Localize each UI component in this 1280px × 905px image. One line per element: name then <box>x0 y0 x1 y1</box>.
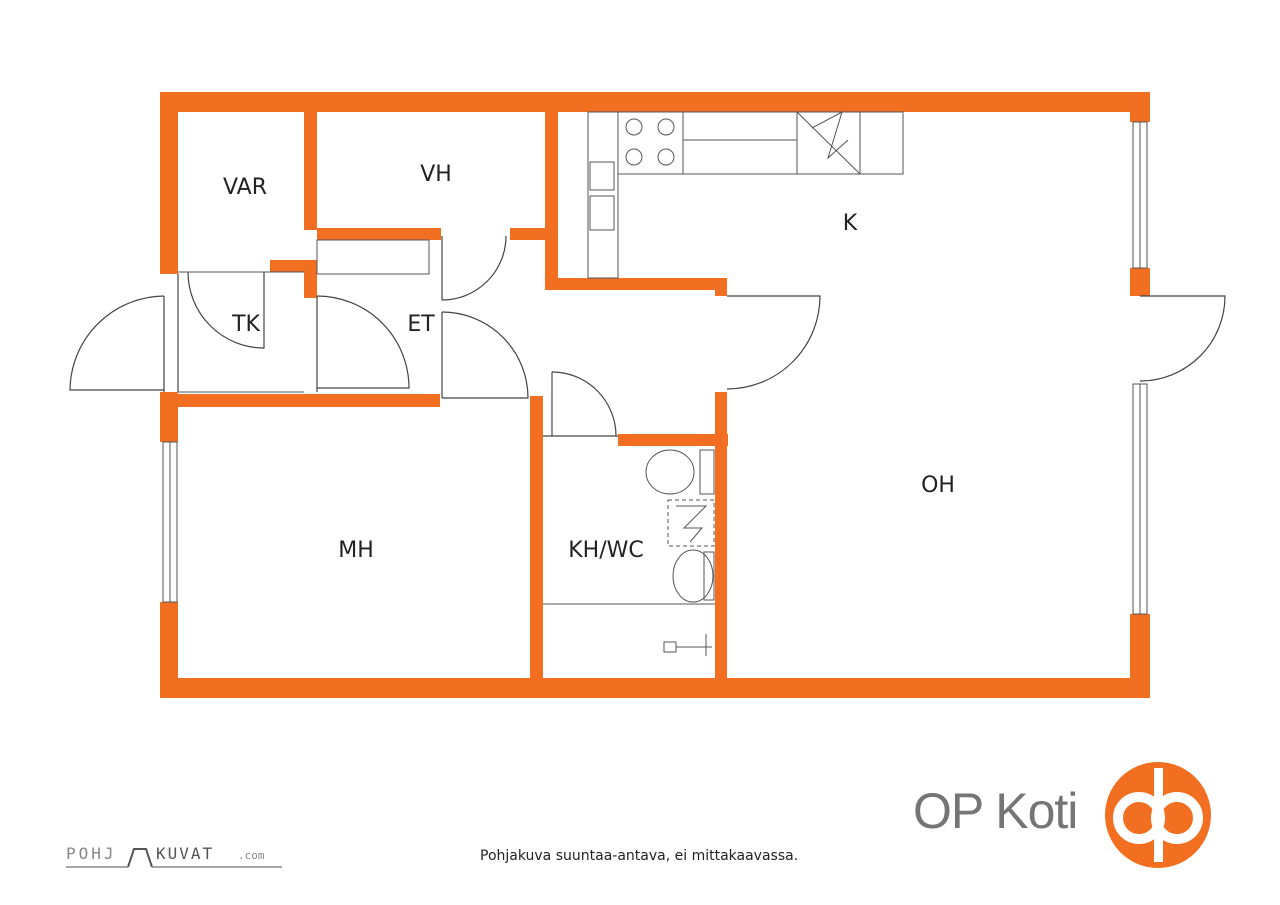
et-door-swing-left <box>316 295 410 389</box>
south-wall <box>160 678 1150 698</box>
east-wall-lower <box>1130 614 1150 698</box>
brand-name: OP Koti <box>913 783 1078 839</box>
windows <box>162 121 1148 615</box>
interior-lines <box>178 239 715 605</box>
doors <box>69 235 1226 437</box>
north-wall <box>160 92 1150 112</box>
wall-tk-right <box>304 260 317 298</box>
tk-door-swing <box>187 271 265 349</box>
balcony-door-swing <box>1139 295 1226 382</box>
room-label-et: ET <box>407 312 435 337</box>
oh-door-swing <box>726 295 821 390</box>
wall-wc-top <box>618 434 728 446</box>
wall-mh-top <box>160 394 440 407</box>
wall-mh-right <box>530 396 543 686</box>
room-label-oh: OH <box>921 473 955 498</box>
wall-wc-right <box>715 392 727 692</box>
tap-icon <box>663 634 712 656</box>
wall-vh-bottom <box>317 228 441 240</box>
room-label-khwc: KH/WC <box>568 538 644 563</box>
room-label-mh: MH <box>338 538 374 563</box>
et-door-swing-right <box>441 311 529 399</box>
room-label-k: K <box>843 211 858 236</box>
kitchen-fixtures <box>587 110 904 279</box>
svg-text:KUVAT: KUVAT <box>156 844 214 863</box>
room-labels: VAR VH K TK ET OH MH KH/WC <box>223 162 955 563</box>
counter-top <box>617 111 904 175</box>
wall-var-vh <box>304 112 317 230</box>
room-label-tk: TK <box>231 312 260 337</box>
op-logo-icon <box>1105 762 1211 868</box>
svg-text:POHJ: POHJ <box>66 844 117 863</box>
sink-icon <box>589 161 615 231</box>
svg-text:.com: .com <box>238 849 265 862</box>
footer-note: Pohjakuva suuntaa-antava, ei mittakaavas… <box>480 848 799 864</box>
west-wall-upper <box>160 92 178 274</box>
wall-wc-left-stub <box>530 396 543 440</box>
shower-icon <box>667 499 715 547</box>
exterior-walls <box>160 92 1150 698</box>
washbasin-icon <box>672 549 715 603</box>
pohjakuvat-logo-icon: POHJ KUVAT .com <box>66 843 286 875</box>
east-wall-upper <box>1130 92 1150 122</box>
wc-door-swing <box>551 371 617 437</box>
west-wall-lower <box>160 602 178 698</box>
counter-left <box>587 111 619 279</box>
wall-et-oh-upper <box>715 278 727 296</box>
vh-door-swing <box>441 235 507 301</box>
shower-arrow <box>676 505 708 543</box>
east-wall-mid <box>1130 268 1150 296</box>
entrance-door-swing <box>69 295 165 391</box>
stove-icon <box>625 118 675 166</box>
bathroom-fixtures <box>645 449 715 656</box>
room-label-vh: VH <box>420 162 452 187</box>
room-label-var: VAR <box>223 175 267 200</box>
interior-walls <box>160 112 728 692</box>
toilet-icon <box>645 449 715 495</box>
wall-vh-kitchen <box>545 112 558 290</box>
wall-et-k <box>545 278 727 290</box>
